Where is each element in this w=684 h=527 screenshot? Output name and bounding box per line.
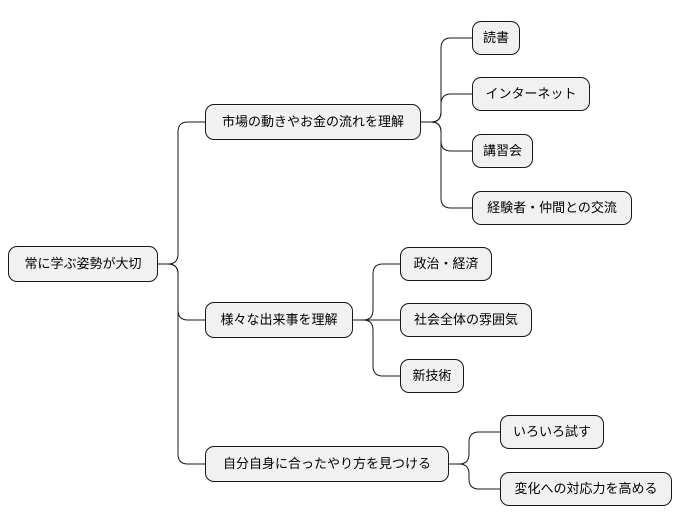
connector-branch-1-leaf-2 [353,319,400,377]
connector-branch-1-leaf-0 [353,263,400,321]
leaf-node-internet: インターネット [472,77,590,111]
connector-branch-2-leaf-0 [449,431,500,465]
connector-root-branch-1 [158,263,205,321]
connector-branch-2-leaf-1 [449,463,500,490]
leaf-node-seminar: 講習会 [472,134,533,168]
leaf-node-new-tech: 新技術 [400,359,464,393]
branch-node-own-way: 自分自身に合ったやり方を見つける [205,446,449,482]
root-node: 常に学ぶ姿勢が大切 [8,246,158,282]
connector-branch-0-leaf-3 [421,121,472,209]
connector-root-branch-2 [158,263,205,465]
leaf-node-try-various: いろいろ試す [500,415,604,449]
leaf-node-adaptability: 変化への対応力を高める [500,472,672,506]
leaf-node-politics-economy: 政治・経済 [400,247,492,281]
connector-branch-0-leaf-1 [421,93,472,123]
leaf-node-society-mood: 社会全体の雰囲気 [400,303,532,337]
branch-node-market: 市場の動きやお金の流れを理解 [205,104,421,140]
branch-node-events: 様々な出来事を理解 [205,302,353,338]
connector-branch-0-leaf-2 [421,121,472,152]
connector-branch-0-leaf-0 [421,37,472,123]
leaf-node-exchange: 経験者・仲間との交流 [472,191,632,225]
leaf-node-reading: 読書 [472,21,520,55]
connector-root-branch-0 [158,121,205,265]
